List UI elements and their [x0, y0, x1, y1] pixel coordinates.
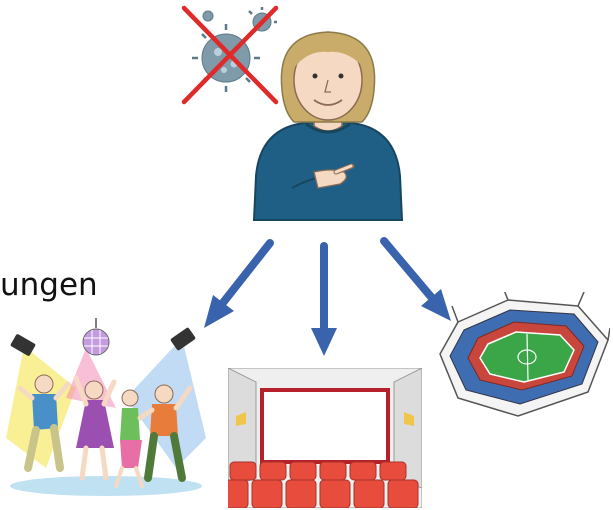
- arrow-left: [222, 243, 270, 304]
- arrow-right: [384, 241, 432, 298]
- cinema-screen-icon: [228, 368, 422, 508]
- stadium-icon: [438, 292, 610, 418]
- party-dancing-icon: [6, 318, 210, 496]
- arrow-middle-head: [311, 328, 337, 356]
